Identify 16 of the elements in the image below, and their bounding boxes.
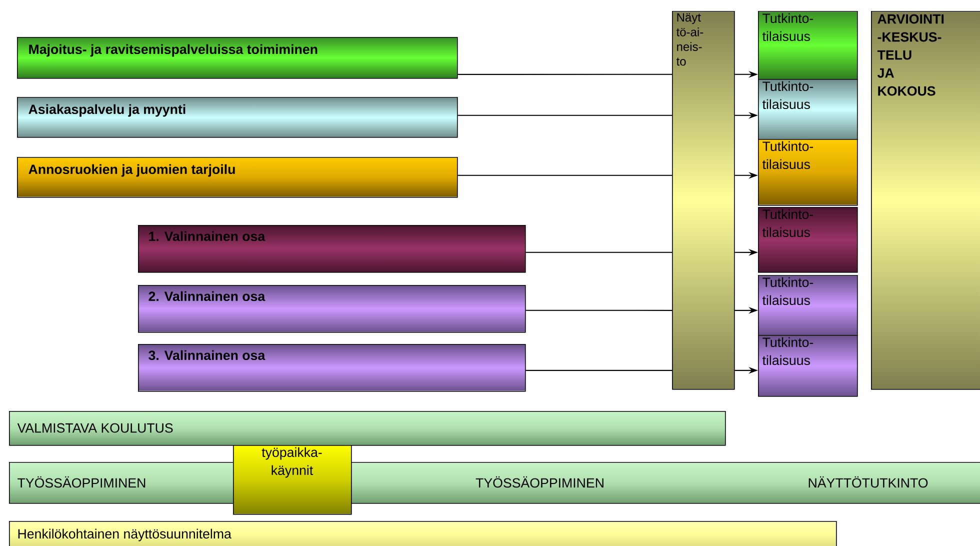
exam-box: Tutkinto- tilaisuus bbox=[758, 139, 858, 206]
visit-box: työpaikka- käynnit bbox=[233, 445, 352, 515]
exam-box: Tutkinto- tilaisuus bbox=[758, 79, 858, 140]
module-bar: 1. Valinnainen osa bbox=[138, 225, 526, 273]
assessment-column: ARVIOINTI -KESKUS- TELU JA KOKOUS bbox=[871, 11, 980, 390]
exam-box: Tutkinto- tilaisuus bbox=[758, 335, 858, 397]
module-bar: 3. Valinnainen osa bbox=[138, 344, 526, 392]
material-column: Näyt tö-ai- neis- to bbox=[672, 11, 735, 390]
module-bar: Majoitus- ja ravitsemispalveluissa toimiminen bbox=[17, 37, 458, 79]
timeline-bar: Henkilökohtainen näyttösuunnitelma bbox=[9, 521, 837, 546]
exam-box: Tutkinto- tilaisuus bbox=[758, 11, 858, 80]
exam-box: Tutkinto- tilaisuus bbox=[758, 275, 858, 336]
exam-box: Tutkinto- tilaisuus bbox=[758, 207, 858, 273]
module-bar: 2. Valinnainen osa bbox=[138, 285, 526, 333]
module-bar: Annosruokien ja juomien tarjoilu bbox=[17, 157, 458, 198]
module-bar: Asiakaspalvelu ja myynti bbox=[17, 97, 458, 138]
